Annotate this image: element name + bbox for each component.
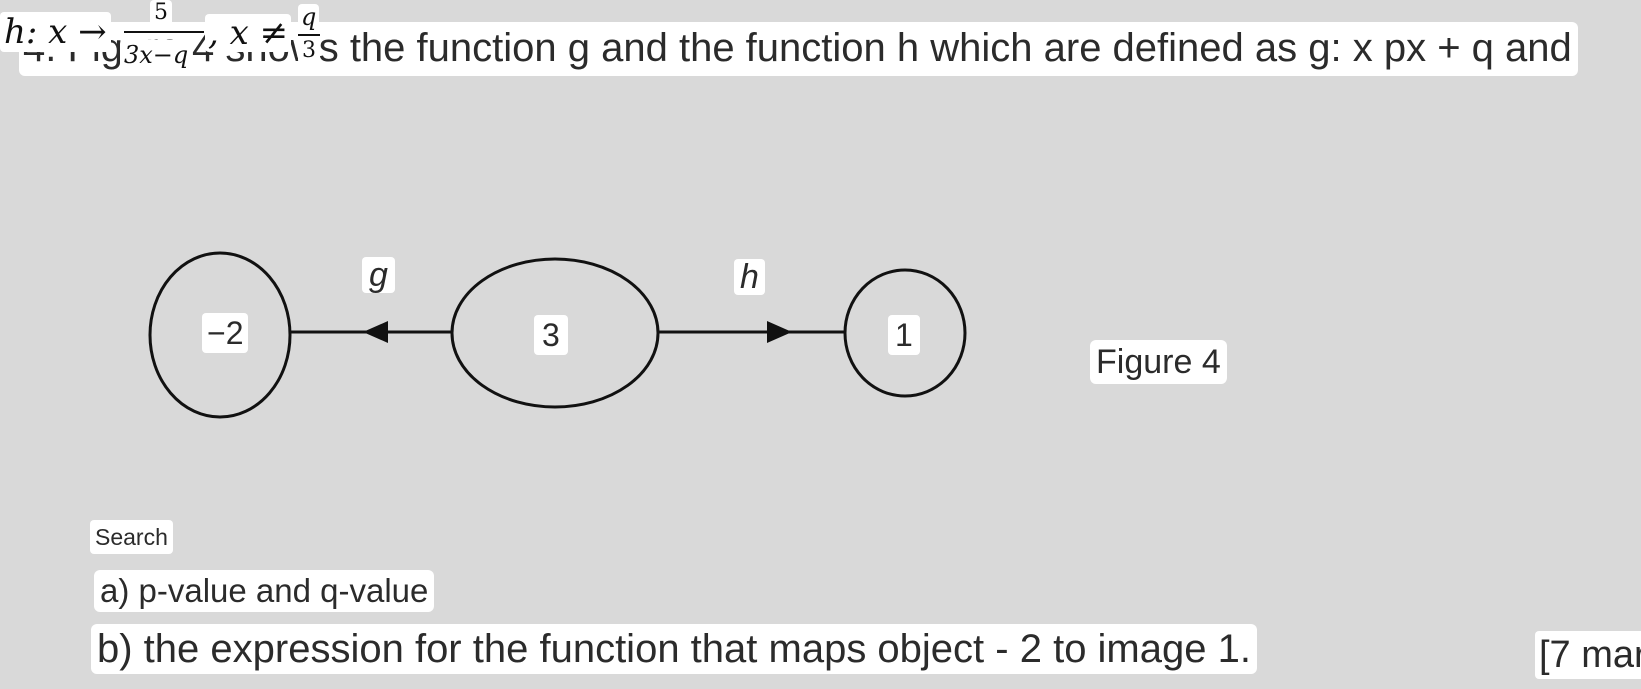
search-button[interactable]: Search [90,520,173,554]
h-label: h [734,259,765,295]
mapping-diagram-svg [148,251,967,419]
figure-caption: Figure 4 [1090,340,1227,384]
h-numerator: 5 [150,0,172,26]
condition-fraction-bar [298,34,320,36]
g-arrowhead [363,321,388,343]
condition-numerator: q [298,4,320,30]
h-fraction-bar [124,31,204,33]
right-value: 1 [888,315,920,355]
part-a-text: a) p-value and q-value [94,570,435,612]
part-b-text: b) the expression for the function that … [91,624,1257,674]
middle-value: 3 [534,315,568,355]
left-set-oval [148,251,292,419]
condition-denominator: 3 [298,38,320,64]
h-lhs: h: x → [0,12,111,52]
h-condition: , x ≠ [205,14,292,52]
mapping-diagram: −2 3 1 g h [130,235,980,430]
function-h-definition: h: x → 5 3x−q , x ≠ q 3 [0,0,345,80]
h-denominator: 3x−q [120,40,193,70]
g-label: g [362,257,395,293]
left-value: −2 [202,313,249,353]
marks-label: [7 mar [1535,631,1641,679]
h-arrowhead [767,321,792,343]
